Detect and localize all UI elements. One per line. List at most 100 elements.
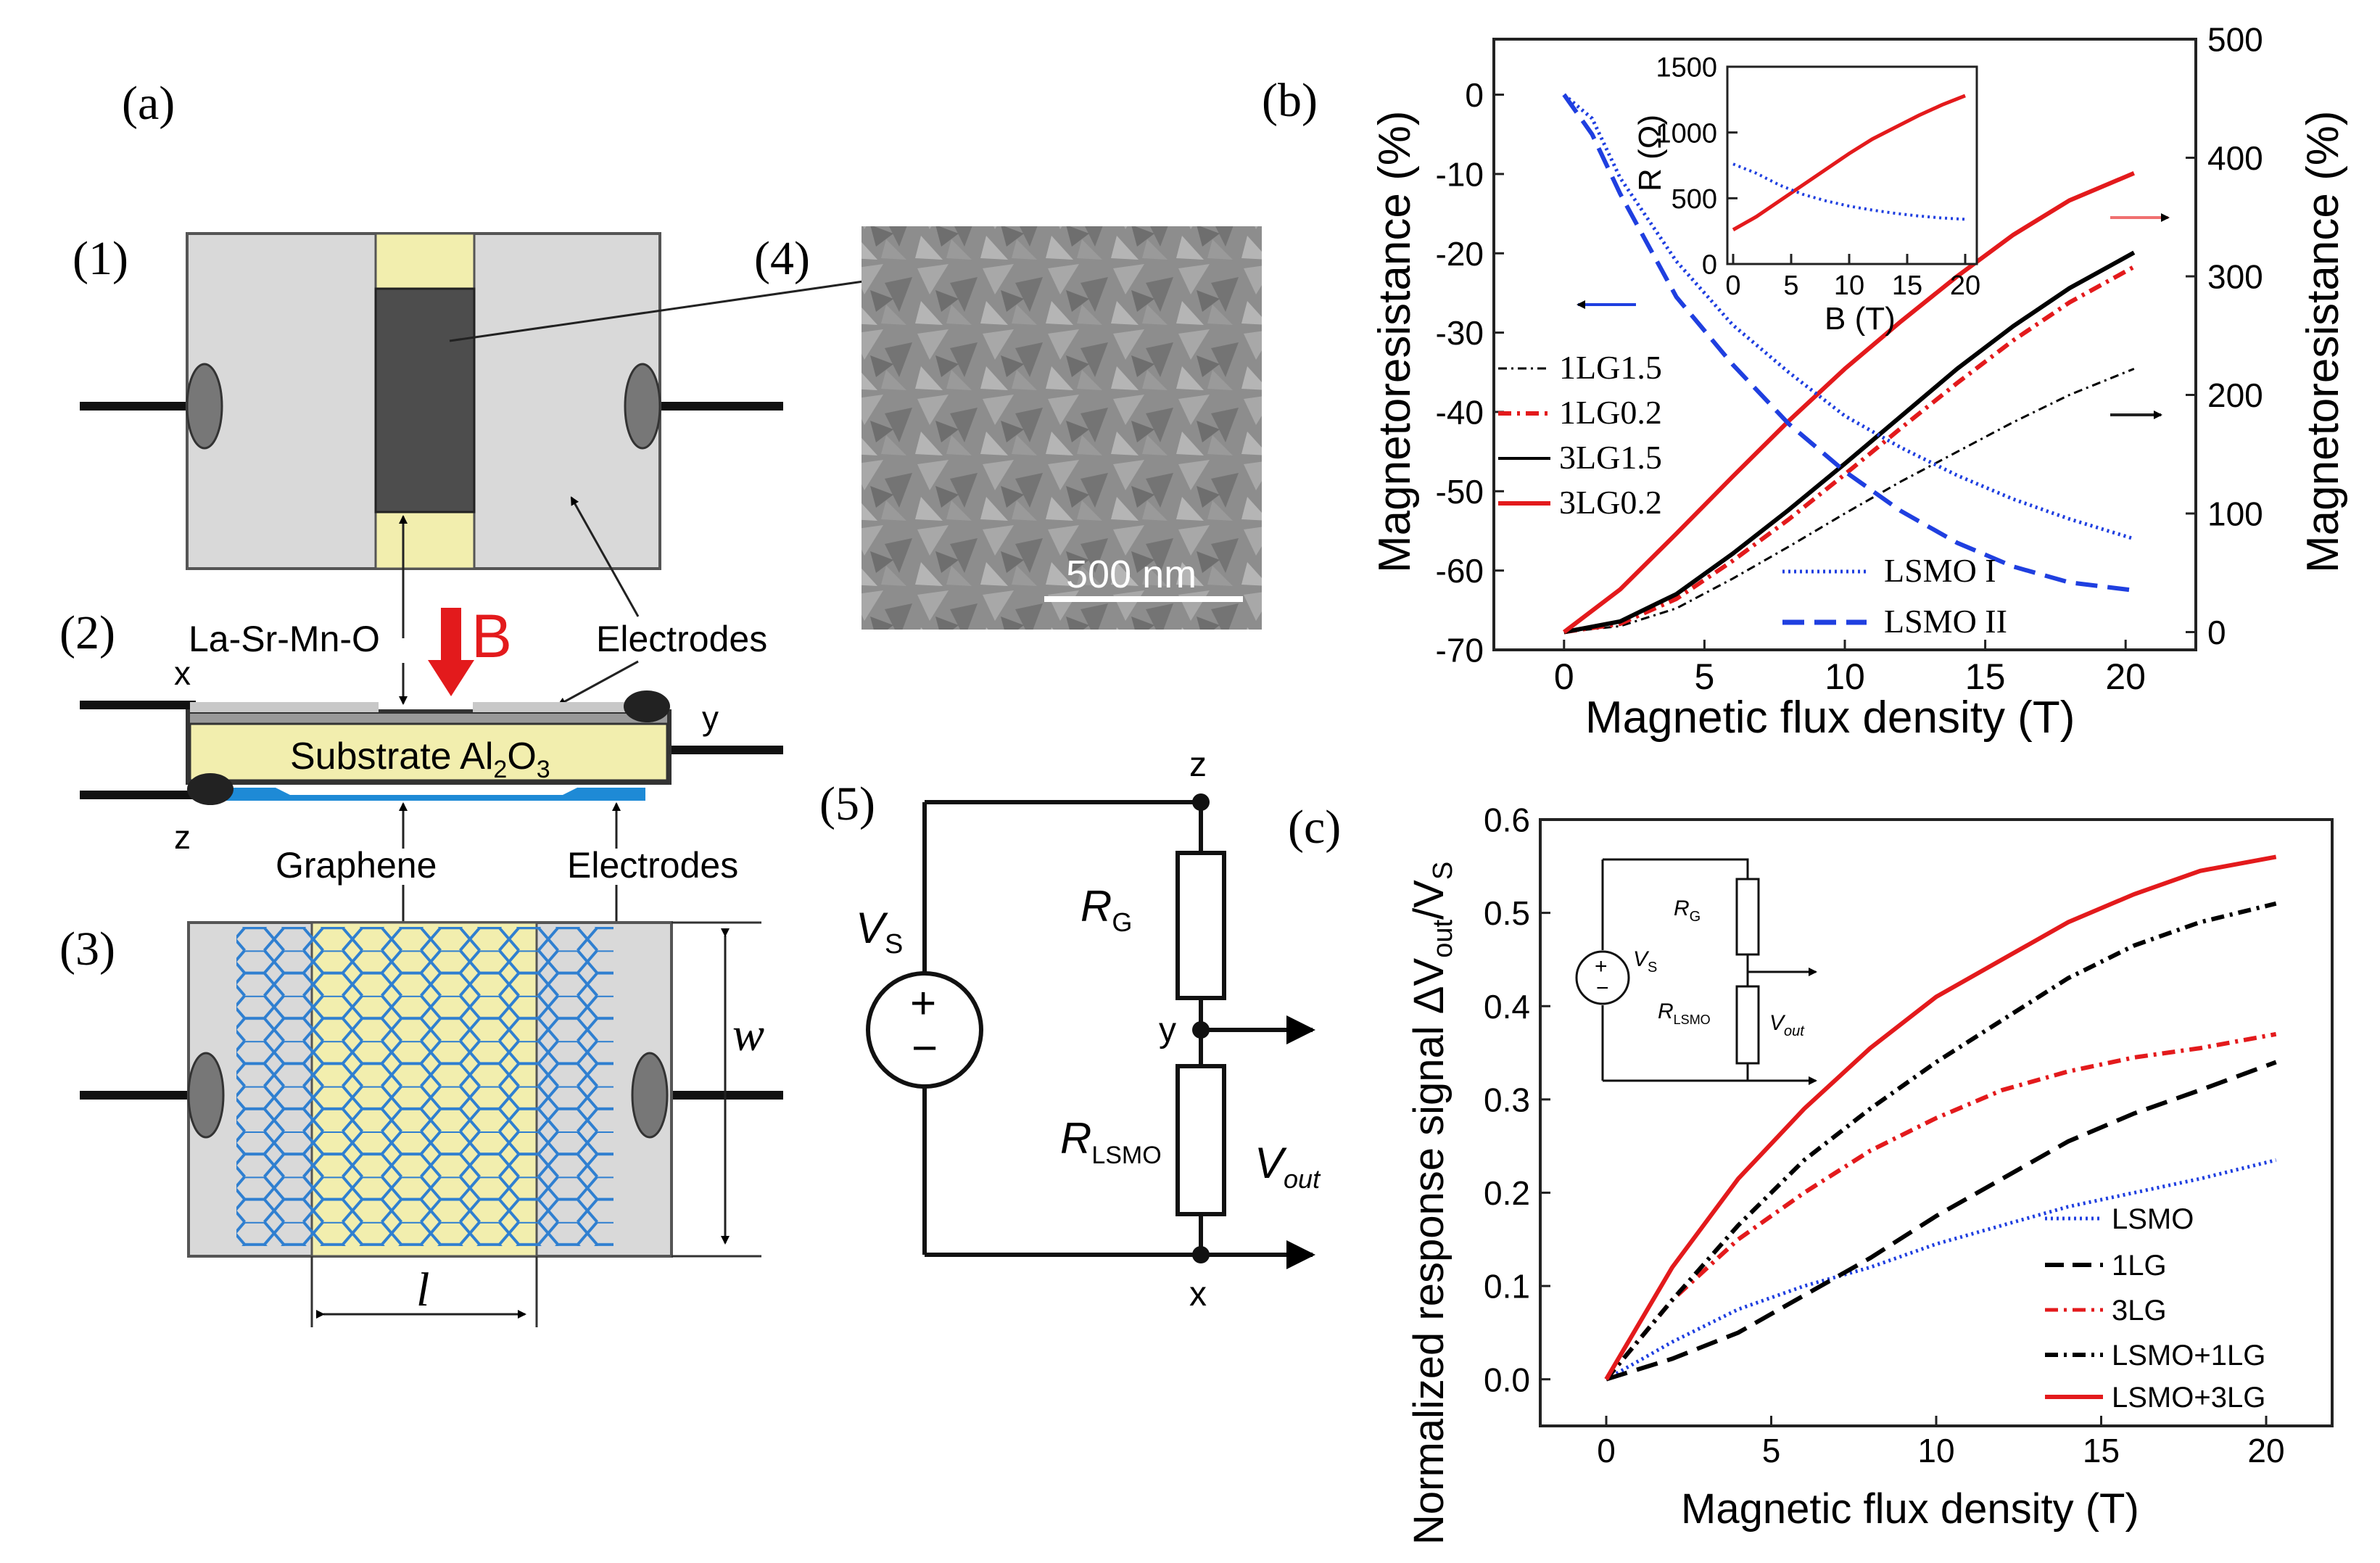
x-tick-label: 5 — [1762, 1432, 1781, 1469]
panel-label-2: (2) — [59, 606, 115, 659]
chart-c-inset-circuit: + − VS RG RLSMO Vout — [1575, 858, 1817, 1085]
node-y: y — [1159, 1011, 1176, 1049]
x-tick-label: 5 — [1694, 656, 1714, 697]
panel-a: (a) (1) (2) (3) (4) 500 nm La-Sr-Mn-O B — [59, 77, 1262, 1327]
y-tick-label: -10 — [1436, 155, 1484, 193]
series-line-lsmo-1lg — [1604, 901, 2277, 1381]
x-tick-label: 0 — [1597, 1432, 1616, 1469]
series-line-lsmo-3lg — [1604, 854, 2277, 1381]
legend-1lg15: 1LG1.5 — [1559, 349, 1662, 386]
panel-label-b: (b) — [1262, 74, 1318, 127]
rlsmo-label: RLSMO — [1060, 1114, 1162, 1169]
y-tick-label: 500 — [1672, 184, 1717, 215]
electrodes-label-bottom: Electrodes — [567, 845, 738, 886]
y-tick-label: 0.1 — [1484, 1268, 1530, 1306]
y-tick-label-right: 300 — [2207, 258, 2263, 296]
y-tick-label-right: 500 — [2207, 21, 2263, 59]
x-tick-label: 10 — [1917, 1432, 1954, 1469]
legend-lsmo: LSMO — [2112, 1203, 2194, 1235]
lsmo-label: La-Sr-Mn-O — [189, 619, 380, 659]
y-tick-label: 1500 — [1656, 53, 1717, 83]
x-tick-label: 10 — [1834, 271, 1864, 301]
node-x: x — [1189, 1275, 1207, 1314]
x-tick-label: 20 — [2247, 1432, 2284, 1469]
chart-b-inset-frame — [1726, 65, 1978, 265]
y-tick-label: -20 — [1436, 235, 1484, 273]
graphene-label: Graphene — [276, 845, 437, 886]
y-tick-label-right: 100 — [2207, 495, 2263, 533]
rg-label: RG — [1080, 882, 1132, 937]
y-tick-label: 1000 — [1656, 118, 1717, 149]
x-tick-label: 0 — [1725, 271, 1740, 301]
graphene-top-view: w l — [80, 885, 783, 1327]
resistor-rlsmo — [1175, 1064, 1226, 1216]
voltage-source — [866, 971, 983, 1089]
legend-1lg: 1LG — [2112, 1250, 2167, 1282]
y-tick-label: 0.4 — [1484, 988, 1530, 1026]
inset-rg: RG — [1674, 896, 1701, 925]
series-line-1lg — [1606, 1060, 2277, 1382]
electrodes-label-top: Electrodes — [596, 619, 767, 659]
source-label: VS — [856, 904, 903, 960]
y-tick-label: -70 — [1436, 632, 1484, 669]
y-tick-label: 0 — [1702, 250, 1717, 281]
y-tick-label-right: 0 — [2207, 614, 2226, 651]
series-line-lsmo-ii — [1562, 93, 2135, 593]
legend-3lg02: 3LG0.2 — [1559, 484, 1662, 521]
chart-b-series — [1562, 93, 2136, 635]
legend-lsmo-3lg: LSMO+3LG — [2112, 1382, 2265, 1414]
b-field-label: B — [471, 602, 512, 670]
series-line-3lg0-2 — [1562, 170, 2135, 634]
x-tick-label: 15 — [2083, 1432, 2120, 1469]
inset-minus: − — [1596, 976, 1609, 1000]
chart-c-legend: LSMO 1LG 3LG LSMO+1LG LSMO+3LG — [2045, 1203, 2265, 1414]
contact-right — [624, 363, 661, 450]
panel-label-3: (3) — [59, 923, 115, 976]
legend-lsmo1: LSMO I — [1884, 552, 1996, 589]
y-tick-label: 0.0 — [1484, 1361, 1530, 1398]
inset-ylabel: R (Ω) — [1632, 115, 1668, 191]
chart-b-xlabel: Magnetic flux density (T) — [1585, 693, 2075, 743]
scale-label: 500 nm — [1066, 553, 1197, 596]
terminal-x: x — [174, 654, 191, 692]
chart-b-legend: 1LG1.5 1LG0.2 3LG1.5 3LG0.2 LSMO I LSMO … — [1498, 349, 2007, 640]
y-tick-label: 0.2 — [1484, 1174, 1530, 1212]
chart-c-series — [1604, 854, 2277, 1382]
device-top-view — [80, 232, 915, 638]
substrate-label: Substrate Al2O3 — [290, 735, 550, 783]
x-tick-label: 20 — [1950, 271, 1980, 301]
x-tick-label: 15 — [1892, 271, 1922, 301]
series-line-3lg1-5 — [1563, 250, 2136, 635]
panel-label-c: (c) — [1288, 801, 1341, 854]
chart-c-frame — [1539, 818, 2334, 1427]
panel-label-1: (1) — [73, 232, 128, 285]
source-minus: − — [912, 1023, 938, 1073]
x-tick-label: 20 — [2105, 656, 2146, 697]
y-tick-label: 0.3 — [1484, 1081, 1530, 1118]
series-line-3lg — [1604, 1031, 2277, 1381]
y-tick-label: -40 — [1436, 394, 1484, 432]
chart-b-ylabel-right: Magnetoresistance (%) — [2298, 111, 2348, 574]
legend-lsmo2: LSMO II — [1884, 603, 2007, 640]
legend-lsmo-1lg: LSMO+1LG — [2112, 1340, 2265, 1372]
node-z: z — [1189, 746, 1207, 784]
width-label: w — [732, 1008, 764, 1061]
terminal-y: y — [702, 699, 719, 737]
sem-image: 500 nm — [861, 226, 1262, 630]
x-tick-label: 5 — [1783, 271, 1798, 301]
y-tick-label: -30 — [1436, 314, 1484, 352]
y-tick-label: 0.5 — [1484, 894, 1530, 932]
resistor-rg — [1175, 851, 1226, 1000]
panel-label-5: (5) — [819, 778, 875, 830]
y-tick-label: 0.6 — [1484, 801, 1530, 839]
x-tick-label: 10 — [1825, 656, 1865, 697]
y-tick-label-right: 200 — [2207, 376, 2263, 414]
y-tick-label-right: 400 — [2207, 139, 2263, 177]
y-tick-label: -50 — [1436, 473, 1484, 511]
chart-c-xlabel: Magnetic flux density (T) — [1681, 1485, 2139, 1533]
source-plus: + — [910, 978, 936, 1028]
terminal-z: z — [174, 818, 191, 856]
legend-3lg: 3LG — [2112, 1295, 2167, 1327]
